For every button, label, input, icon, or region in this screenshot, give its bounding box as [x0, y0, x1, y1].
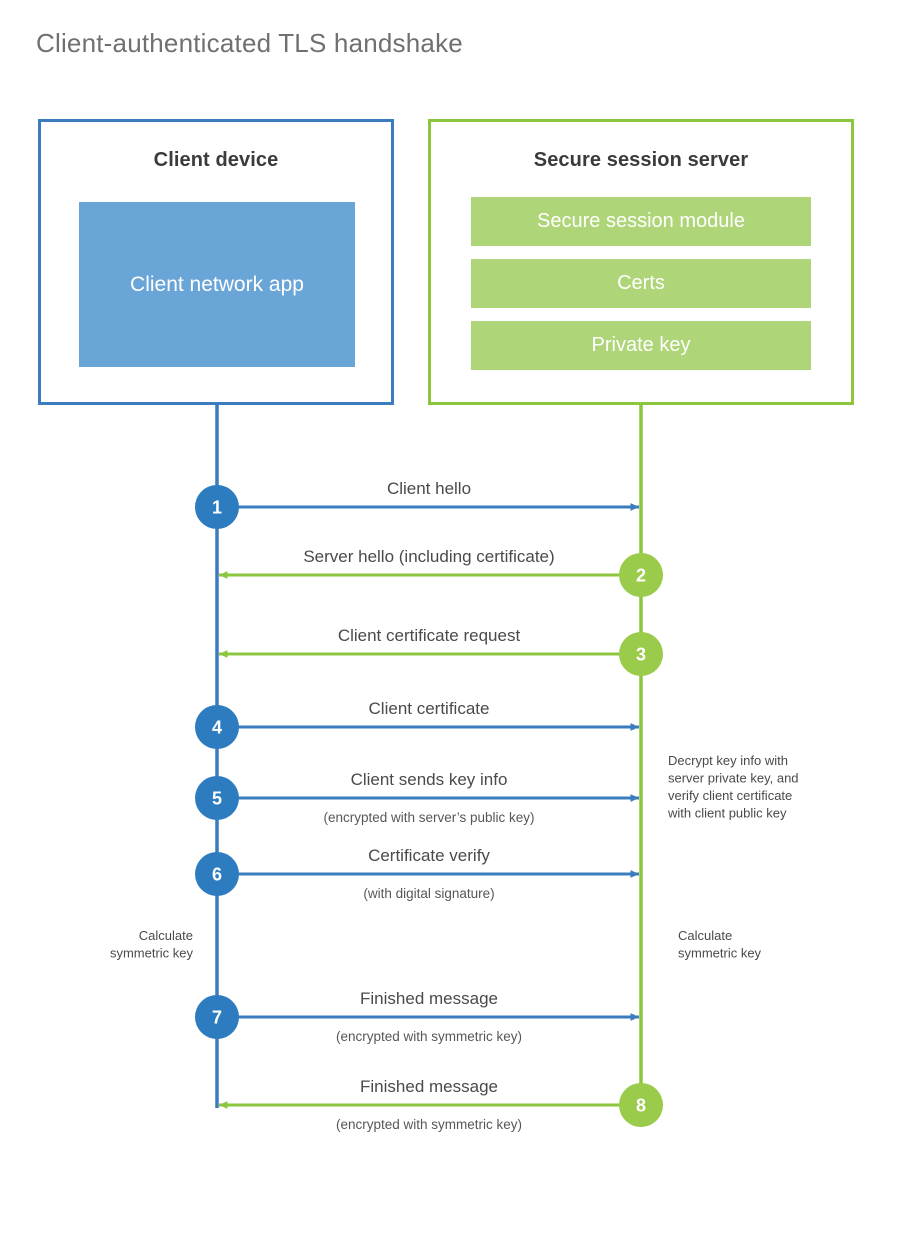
note-line: with client public key: [667, 806, 787, 821]
page-title: Client-authenticated TLS handshake: [36, 28, 463, 58]
secure-session-server-title: Secure session server: [533, 149, 749, 171]
message-step-5[interactable]: 5 Client sends key info (encrypted with se…: [195, 770, 639, 825]
message-label-3: Client certificate request: [338, 626, 521, 645]
step-number-4: 4: [212, 718, 222, 738]
note-line: Calculate: [678, 928, 732, 943]
step-circle-8[interactable]: [619, 1083, 663, 1127]
message-sublabel-6: (with digital signature): [363, 886, 494, 901]
secure-session-server-box: Secure session server Secure session mod…: [428, 119, 854, 405]
server-module: Private key: [471, 321, 811, 370]
notes: Decrypt key info with server private key,…: [110, 753, 799, 961]
note-line: verify client certificate: [668, 788, 792, 803]
server-module: Secure session module: [471, 197, 811, 246]
message-step-2[interactable]: 2 Server hello (including certificate): [219, 547, 663, 597]
step-circle-7[interactable]: [195, 995, 239, 1039]
note-server-decrypt-note: Decrypt key info with server private key,…: [667, 753, 799, 821]
note-line: symmetric key: [678, 946, 762, 961]
client-device-box: Client device Client network app: [38, 119, 394, 405]
step-circle-4[interactable]: [195, 705, 239, 749]
message-sublabel-5: (encrypted with server’s public key): [323, 810, 534, 825]
messages: 1 Client hello 2 Server hello (including ce…: [195, 479, 663, 1132]
step-circle-5[interactable]: [195, 776, 239, 820]
message-label-4: Client certificate: [369, 699, 490, 718]
note-line: server private key, and: [668, 771, 799, 786]
message-step-1[interactable]: 1 Client hello: [195, 479, 639, 529]
message-label-5: Client sends key info: [351, 770, 508, 789]
message-step-7[interactable]: 7 Finished message (encrypted with symmetr…: [195, 989, 639, 1044]
message-sublabel-8: (encrypted with symmetric key): [336, 1117, 522, 1132]
step-number-5: 5: [212, 789, 222, 809]
note-client-calc-symmetric-note: Calculate symmetric key: [110, 928, 194, 961]
message-label-8: Finished message: [360, 1077, 498, 1096]
note-server-calc-symmetric-note: Calculate symmetric key: [678, 928, 762, 961]
note-line: Decrypt key info with: [668, 753, 788, 768]
message-label-7: Finished message: [360, 989, 498, 1008]
message-label-6: Certificate verify: [368, 846, 490, 865]
message-sublabel-7: (encrypted with symmetric key): [336, 1029, 522, 1044]
message-step-3[interactable]: 3 Client certificate request: [219, 626, 663, 676]
step-number-2: 2: [636, 566, 646, 586]
client-device-title: Client device: [153, 149, 279, 171]
message-step-6[interactable]: 6 Certificate verify (with digital signatu…: [195, 846, 639, 901]
note-line: symmetric key: [110, 946, 194, 961]
step-number-1: 1: [212, 498, 222, 518]
step-circle-6[interactable]: [195, 852, 239, 896]
step-circle-2[interactable]: [619, 553, 663, 597]
message-label-2: Server hello (including certificate): [303, 547, 554, 566]
message-step-4[interactable]: 4 Client certificate: [195, 699, 639, 749]
step-number-7: 7: [212, 1008, 222, 1028]
step-number-6: 6: [212, 865, 222, 885]
step-circle-1[interactable]: [195, 485, 239, 529]
note-line: Calculate: [139, 928, 193, 943]
message-label-1: Client hello: [387, 479, 471, 498]
message-step-8[interactable]: 8 Finished message (encrypted with symmetr…: [219, 1077, 663, 1132]
step-circle-3[interactable]: [619, 632, 663, 676]
step-number-8: 8: [636, 1096, 646, 1116]
client-network-app-block: Client network app: [79, 202, 355, 367]
server-module: Certs: [471, 259, 811, 308]
step-number-3: 3: [636, 645, 646, 665]
